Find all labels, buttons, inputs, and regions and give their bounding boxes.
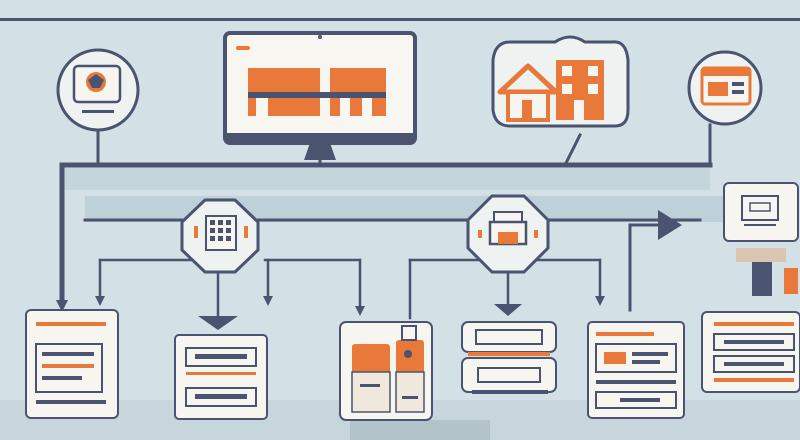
arrow-down-left: [56, 300, 68, 312]
top-monitor-icon[interactable]: [223, 31, 417, 160]
form-card-icon: [185, 347, 257, 407]
arrow-down-3: [95, 296, 105, 306]
browser-card-icon: [595, 332, 677, 409]
tray-card[interactable]: [461, 321, 557, 394]
browser-window-icon: [700, 66, 752, 106]
shelf-bar-lower: [85, 196, 725, 222]
monitor-warehouse-icon: [248, 68, 386, 116]
card-stand-pole: [752, 262, 772, 296]
arrow-down-5: [595, 296, 605, 306]
right-icon-circle[interactable]: [687, 50, 763, 126]
monitor-badge-icon: [72, 64, 122, 113]
tray-stack-icon: [461, 329, 557, 394]
house-building-icon: [497, 60, 604, 122]
bottles-card[interactable]: [339, 321, 433, 421]
arrow-down-6: [263, 296, 273, 306]
doc-card-2[interactable]: [174, 334, 268, 420]
card-stand: [736, 248, 786, 262]
printer-icon: [478, 211, 538, 246]
bottles-icon: [351, 325, 425, 413]
arrow-down-2: [494, 304, 522, 316]
left-icon-circle[interactable]: [56, 48, 140, 132]
list-card[interactable]: [701, 311, 800, 393]
floor-shadow: [350, 420, 490, 440]
browser-card[interactable]: [587, 321, 685, 419]
card-stack-icon: [741, 195, 779, 226]
right-card-icon[interactable]: [723, 182, 799, 296]
arrow-heads: [56, 210, 682, 330]
connector-lines: [59, 123, 713, 320]
calculator-icon: [194, 215, 248, 251]
doc-card-1[interactable]: [25, 309, 119, 419]
document-icon: [35, 322, 106, 404]
arrow-right-1: [658, 210, 682, 240]
house-link: [562, 132, 583, 168]
card-stand-accent: [784, 268, 798, 294]
calculator-circle[interactable]: [180, 198, 260, 274]
top-rule: [0, 18, 800, 21]
list-card-icon: [713, 322, 795, 382]
printer-circle[interactable]: [466, 194, 550, 274]
arrow-down-4: [355, 306, 365, 316]
shelf-bar-upper: [60, 168, 710, 190]
house-bubble-icon[interactable]: [491, 35, 630, 128]
arrow-down-1: [198, 316, 238, 330]
